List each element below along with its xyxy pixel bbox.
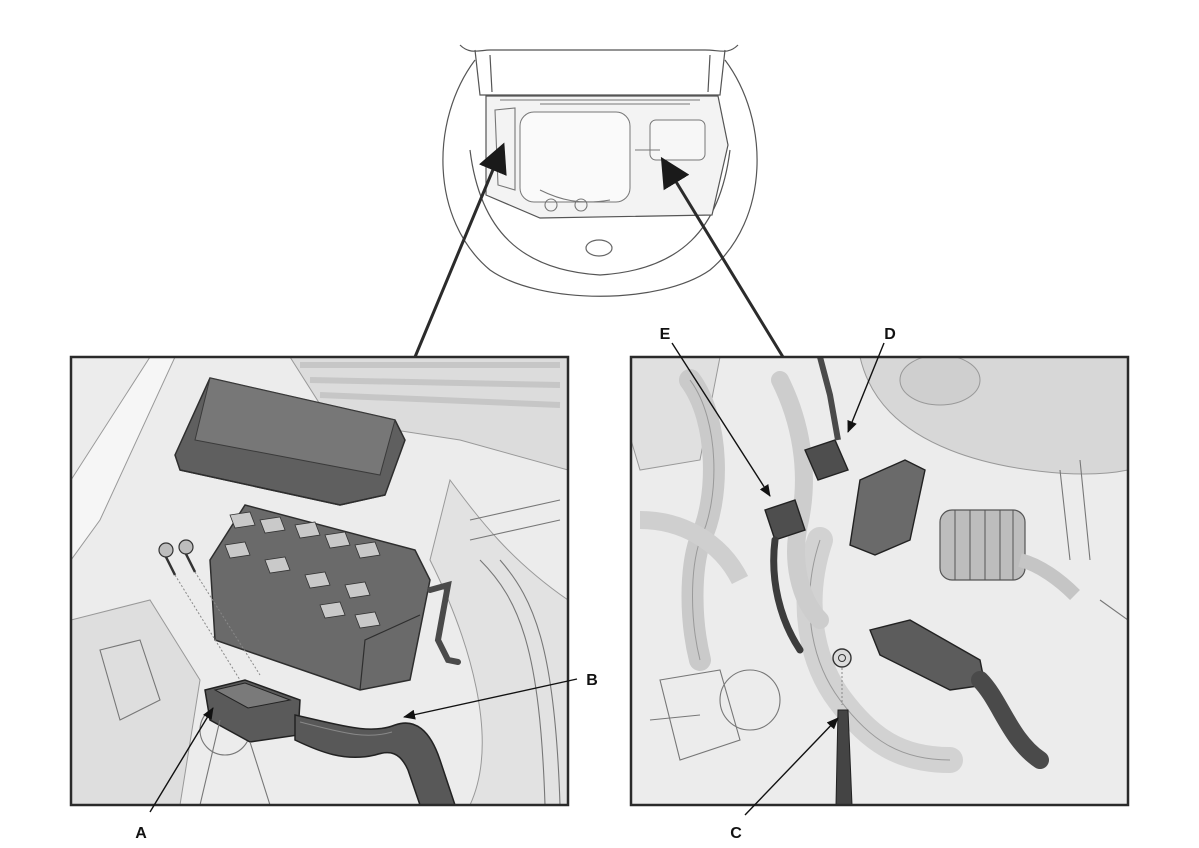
bolts	[158, 539, 261, 681]
fuse-box-cover	[174, 377, 406, 506]
harness-b	[294, 714, 456, 805]
right-detail-panel	[629, 355, 1130, 807]
connector-d	[804, 357, 849, 481]
right-panel-pointer-arrow	[660, 156, 785, 358]
intake-bellows	[939, 509, 1026, 581]
callout-label-b: B	[586, 672, 598, 689]
battery-terminal	[869, 619, 1049, 769]
connector-e	[764, 499, 806, 654]
nut-c	[832, 648, 853, 805]
leader-b	[403, 678, 578, 720]
left-panel-frame	[69, 355, 570, 807]
right-panel-frame	[629, 355, 1130, 807]
callout-label-d: D	[884, 326, 896, 343]
left-detail-panel	[69, 355, 570, 807]
car-overview	[413, 44, 785, 358]
callout-label-a: A	[135, 825, 147, 842]
leader-c	[744, 717, 839, 816]
fuse-box-base	[209, 504, 431, 691]
leader-e	[671, 342, 771, 497]
leader-a	[149, 707, 214, 813]
callout-leaders	[149, 342, 885, 816]
callout-label-e: E	[660, 326, 671, 343]
callout-label-c: C	[730, 825, 742, 842]
connector-a	[204, 679, 301, 743]
left-panel-pointer-arrow	[413, 142, 507, 358]
leader-d	[847, 342, 885, 433]
